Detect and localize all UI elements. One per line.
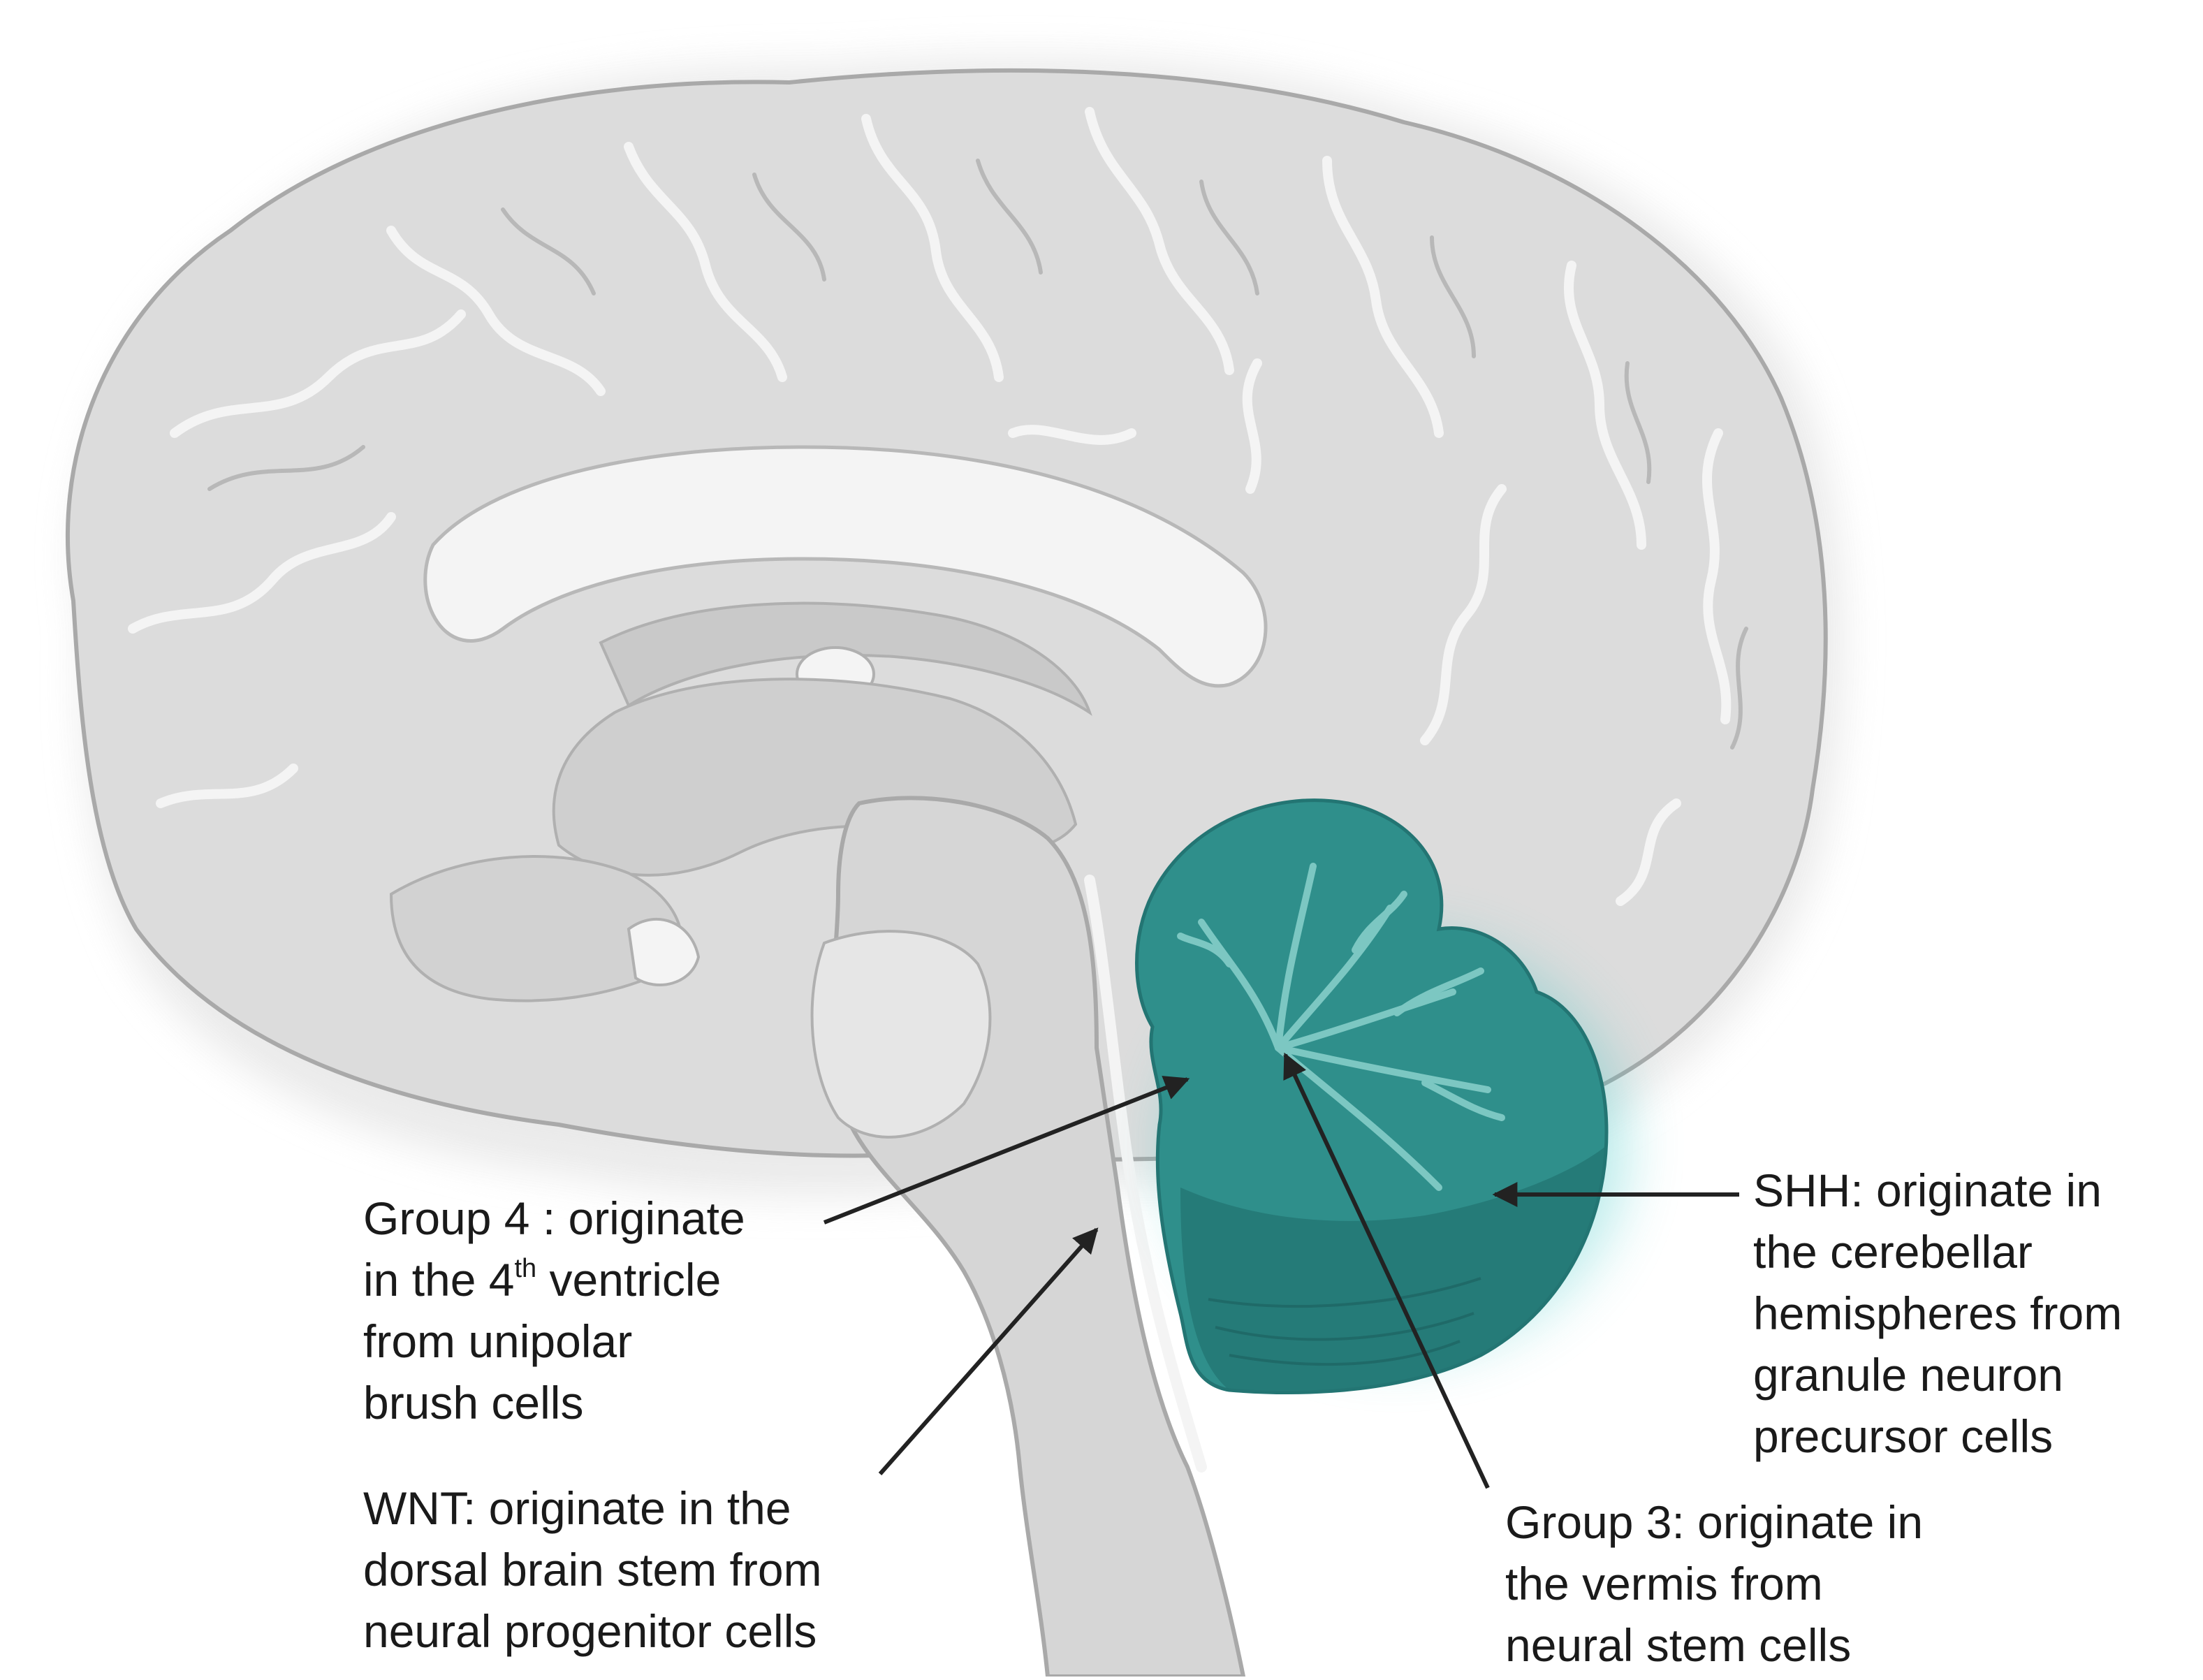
label-wnt-line2: dorsal brain stem from <box>363 1544 822 1595</box>
label-group3-line3: neural stem cells <box>1505 1619 1852 1671</box>
label-group4-line1: Group 4 : originate <box>363 1192 745 1244</box>
pituitary <box>627 917 701 986</box>
label-group4-line3: from unipolar <box>363 1315 633 1367</box>
cerebellum-stripes <box>1208 1277 1481 1366</box>
arrows <box>823 1052 1739 1489</box>
arrow-group4 <box>823 1076 1190 1225</box>
label-shh-line5: precursor cells <box>1753 1410 2054 1462</box>
label-group4-line2: in the 4th ventricle <box>363 1254 722 1306</box>
label-group3: Group 3: originate in the vermis from ne… <box>1505 1491 1923 1676</box>
sulci <box>128 107 1732 906</box>
arrow-group3 <box>1283 1052 1490 1489</box>
fornix <box>599 601 1092 716</box>
corpus-callosum <box>423 445 1268 688</box>
label-shh-line4: granule neuron <box>1753 1349 2064 1401</box>
pons <box>810 930 992 1139</box>
cerebellum-lower <box>1180 1146 1606 1393</box>
label-shh-line3: hemispheres from <box>1753 1287 2123 1339</box>
label-group4: Group 4 : originate in the 4th ventricle… <box>363 1188 745 1433</box>
label-wnt-line1: WNT: originate in the <box>363 1482 791 1534</box>
brain-stem-highlight <box>1084 875 1207 1473</box>
arrow-wnt <box>878 1227 1099 1475</box>
label-group3-line2: the vermis from <box>1505 1558 1823 1609</box>
label-group4-line4: brush cells <box>363 1377 584 1429</box>
label-shh-line1: SHH: originate in <box>1753 1164 2102 1216</box>
label-shh-line2: the cerebellar <box>1753 1226 2033 1278</box>
sulci-dark <box>207 159 1748 750</box>
label-shh: SHH: originate in the cerebellar hemisph… <box>1753 1160 2122 1467</box>
label-wnt: WNT: originate in the dorsal brain stem … <box>363 1477 822 1662</box>
label-group3-line1: Group 3: originate in <box>1505 1496 1924 1548</box>
label-wnt-line3: neural progenitor cells <box>363 1605 817 1657</box>
